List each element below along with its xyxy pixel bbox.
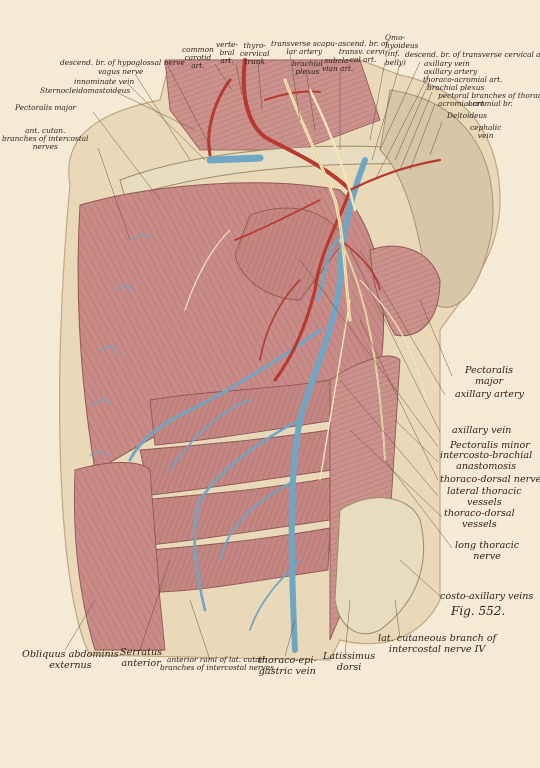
label-subclavian: subcla- vian art. bbox=[322, 56, 354, 74]
label-thoracoepigastric: thoraco-epi- gastric vein bbox=[258, 655, 317, 677]
obliquus-externus bbox=[73, 462, 166, 651]
label-anterior-rami: anterior rami of lat. cutan. branches of… bbox=[160, 655, 274, 673]
deltoid-muscle bbox=[379, 89, 494, 308]
label-serratus: Serratus anterior bbox=[120, 647, 163, 669]
label-innominate-vein: innominate vein bbox=[74, 77, 135, 86]
label-transverse-scapular: transverse scapu- lar artery bbox=[271, 39, 338, 57]
label-ant-cutan: ant. cutan. branches of intercostal nerv… bbox=[2, 126, 89, 152]
label-deltoideus: Deltoideus bbox=[447, 111, 488, 120]
label-pectoralis-major-left: Pectoralis major bbox=[15, 103, 77, 112]
figure-number: Fig. 552. bbox=[451, 604, 506, 618]
label-costoaxillary: costo-axillary veins bbox=[440, 591, 534, 602]
label-common-carotid: common carotid art. bbox=[182, 45, 214, 71]
pectoralis-minor bbox=[234, 207, 346, 301]
label-thoracodorsal-nerve: thoraco-dorsal nerve bbox=[440, 474, 540, 485]
label-descend-transverse-cervical: descend. br. of transverse cervical art. bbox=[405, 50, 540, 59]
label-long-thoracic: long thoracic nerve bbox=[455, 540, 520, 562]
scapula-bone bbox=[334, 497, 425, 635]
label-axillary-vein: axillary vein bbox=[452, 425, 512, 436]
veins bbox=[128, 154, 368, 653]
cutaneous-branches bbox=[89, 233, 151, 457]
label-vertebral: verte- bral art. bbox=[216, 40, 238, 66]
label-lat-cutaneous: lat. cutaneous branch of intercostal ner… bbox=[378, 633, 497, 655]
label-vagus-nerve: vagus nerve bbox=[98, 67, 144, 76]
label-brachial-plexus-right: brachial plexus bbox=[427, 83, 485, 92]
label-acromial-br: acromial br. bbox=[468, 99, 513, 108]
nerve-outlines bbox=[284, 79, 386, 461]
label-omohyoideus: Omo- hyoideus (inf. belly) bbox=[385, 33, 419, 67]
label-ascend-transv: ascend. br. of transv. cervi- cal art. bbox=[338, 39, 389, 65]
label-axillary-artery-top: axillary artery bbox=[424, 67, 478, 76]
leader-lines bbox=[64, 53, 453, 661]
label-descend-hypoglossal: descend. br. of hypoglossal nerve bbox=[60, 58, 185, 67]
arteries bbox=[207, 58, 442, 382]
label-axillary-vein-top: axillary vein bbox=[424, 59, 470, 68]
label-thoracoacromial: thoraco-acromial art. bbox=[423, 75, 503, 84]
label-thoracodorsal-vessels: thoraco-dorsal vessels bbox=[444, 508, 515, 530]
label-obliquus: Obliquus abdominis externus bbox=[22, 649, 119, 671]
label-latissimus: Latissimus dorsi bbox=[323, 651, 376, 673]
label-pectoralis-minor: Pectoralis minor bbox=[450, 440, 530, 451]
label-intercosto-brachial: intercosto-brachial anastomosis bbox=[440, 450, 533, 472]
label-axillary-artery: axillary artery bbox=[455, 389, 524, 400]
label-cephalic-vein: cephalic vein bbox=[470, 123, 502, 141]
pectoralis-major-flap bbox=[369, 245, 441, 337]
label-pectoral-branches: pectoral branches of thoraco- acromial a… bbox=[438, 91, 540, 109]
label-pectoralis-major: Pectoralis major bbox=[465, 365, 514, 387]
label-brachial-plexus-top: brachial plexus bbox=[292, 59, 323, 77]
label-lateral-thoracic: lateral thoracic vessels bbox=[447, 486, 522, 508]
label-thyrocervical: thyro- cervical trunk bbox=[240, 41, 270, 67]
label-sternocleidomastoideus: Sternocleidomastoideus bbox=[40, 86, 131, 95]
